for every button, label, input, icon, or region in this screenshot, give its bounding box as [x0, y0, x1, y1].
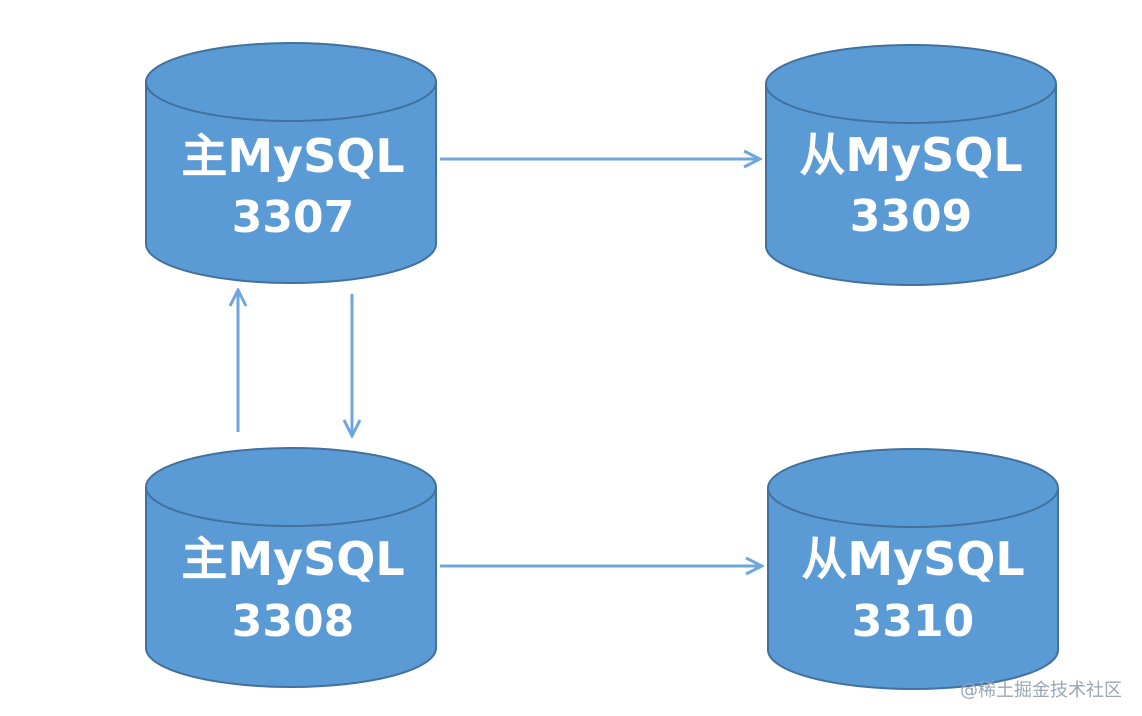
db-node-slave2: 从MySQL 3310 [767, 448, 1059, 690]
cylinder-body [145, 487, 437, 688]
db-node-master1: 主MySQL 3307 [145, 42, 437, 284]
node-name: 主MySQL [181, 532, 404, 586]
cylinder-body [767, 488, 1059, 690]
node-port: 3308 [232, 596, 354, 647]
node-name: 主MySQL [181, 129, 404, 183]
node-name: 从MySQL [801, 532, 1024, 586]
watermark: @稀土掘金技术社区 [960, 680, 1122, 701]
cylinder-top [767, 448, 1059, 528]
cylinder-body [765, 84, 1057, 286]
cylinder-top [145, 42, 437, 122]
cylinder-top [765, 44, 1057, 124]
db-node-master2: 主MySQL 3308 [145, 447, 437, 688]
node-port: 3309 [850, 191, 972, 242]
cylinder-top [145, 447, 437, 527]
db-node-slave1: 从MySQL 3309 [765, 44, 1057, 286]
cylinder-body [145, 82, 437, 284]
node-port: 3310 [852, 596, 974, 647]
node-port: 3307 [232, 192, 354, 243]
node-name: 从MySQL [799, 128, 1022, 182]
